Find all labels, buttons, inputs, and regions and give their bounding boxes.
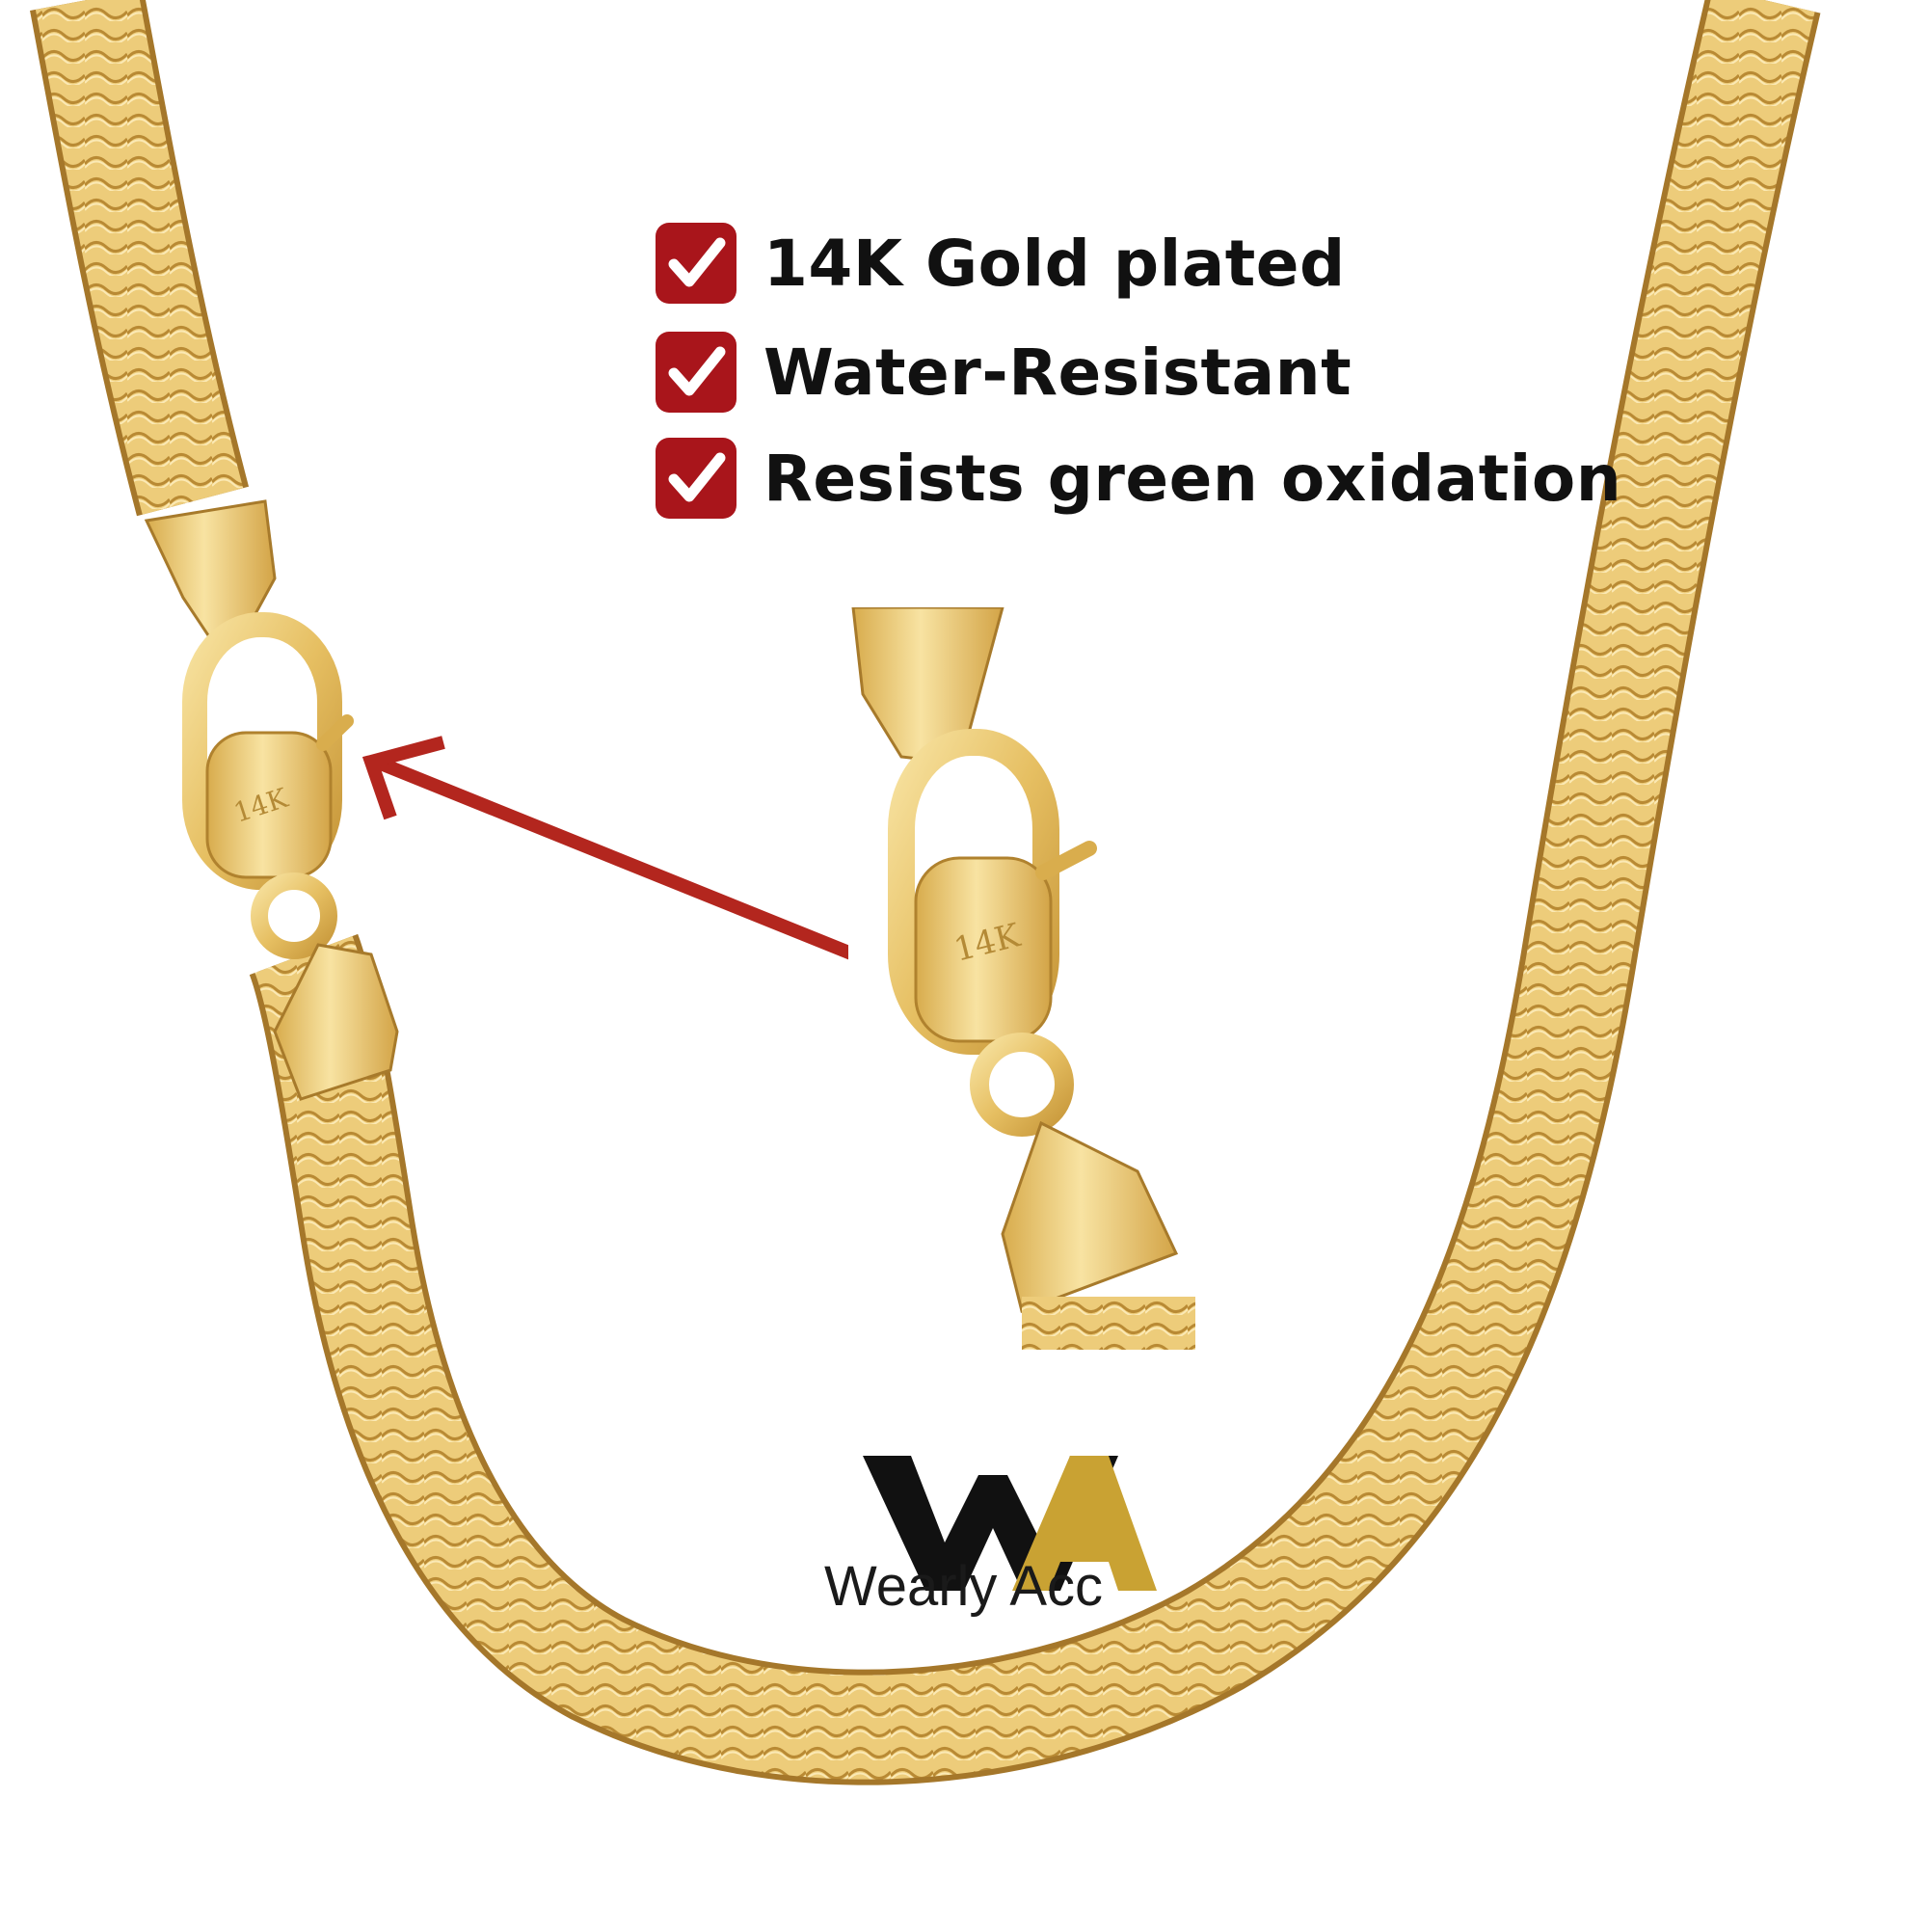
checkmark-icon <box>656 223 736 304</box>
feature-row: Water-Resistant <box>656 326 1352 418</box>
jump-ring <box>251 872 337 959</box>
brand-name: Wearly Acc <box>824 1555 1104 1618</box>
feature-row: 14K Gold plated <box>656 217 1346 309</box>
feature-label: Resists green oxidation <box>763 441 1622 516</box>
feature-label: 14K Gold plated <box>763 226 1346 301</box>
pointer-arrow <box>362 736 903 979</box>
feature-label: Water-Resistant <box>763 335 1352 410</box>
feature-row: Resists green oxidation <box>656 432 1621 524</box>
brand-logo <box>863 1456 1157 1591</box>
end-cap-bottom <box>273 943 399 1101</box>
clasp-zoom-detail: 14K <box>848 607 1195 1350</box>
checkmark-icon <box>656 332 736 413</box>
checkmark-icon <box>656 438 736 519</box>
